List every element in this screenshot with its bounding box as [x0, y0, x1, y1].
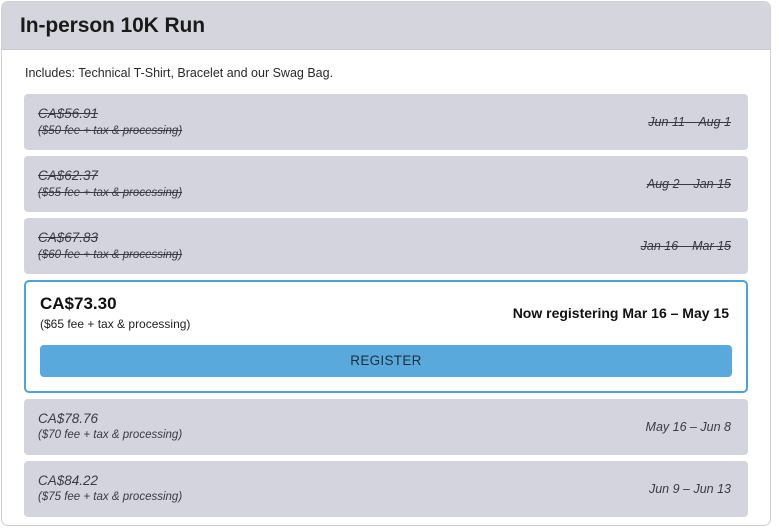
price-tier-row: CA$84.22 ($75 fee + tax & processing) Jun …: [24, 460, 748, 517]
price-details: CA$56.91 ($50 fee + tax & processing): [38, 106, 182, 138]
active-tier-summary: CA$73.30 ($65 fee + tax & processing) Now …: [40, 294, 732, 331]
price-details: CA$78.76 ($70 fee + tax & processing): [38, 411, 182, 443]
price-details: CA$62.37 ($55 fee + tax & processing): [38, 168, 182, 200]
price-date-range: Aug 2 – Jan 15: [646, 177, 731, 192]
price-amount: CA$84.22: [38, 472, 99, 488]
price-details: CA$67.83 ($60 fee + tax & processing): [38, 230, 182, 262]
price-date-range: May 16 – Jun 8: [645, 419, 731, 434]
price-date-range: Jan 16 – Mar 15: [640, 239, 731, 254]
price-amount: CA$67.83: [38, 230, 99, 246]
price-date-range: Jun 11 – Aug 1: [648, 115, 731, 130]
page-title: In-person 10K Run: [20, 14, 205, 37]
registration-window-label: Now registering Mar 16 – May 15: [512, 305, 729, 322]
price-tier-row: CA$56.91 ($50 fee + tax & processing) Jun …: [24, 94, 748, 151]
price-tier-row: CA$73.30 ($65 fee + tax & processing) Now …: [24, 280, 748, 393]
price-details: CA$84.22 ($75 fee + tax & processing): [38, 473, 182, 505]
card-body: Includes: Technical T-Shirt, Bracelet an…: [2, 50, 770, 517]
price-tier-row: CA$67.83 ($60 fee + tax & processing) Jan …: [24, 218, 748, 275]
price-amount: CA$78.76: [38, 410, 99, 426]
price-fee-note: ($75 fee + tax & processing): [38, 491, 183, 504]
price-fee-note: ($65 fee + tax & processing): [40, 316, 191, 331]
price-tier-list: CA$56.91 ($50 fee + tax & processing) Jun …: [24, 94, 748, 517]
price-amount: CA$62.37: [38, 168, 99, 184]
price-amount: CA$56.91: [38, 106, 99, 122]
card-header: In-person 10K Run: [2, 2, 770, 50]
price-tier-row: CA$62.37 ($55 fee + tax & processing) Aug …: [24, 156, 748, 213]
price-date-range: Jun 9 – Jun 13: [648, 481, 731, 496]
price-fee-note: ($55 fee + tax & processing): [38, 186, 183, 199]
price-fee-note: ($50 fee + tax & processing): [38, 124, 183, 137]
event-registration-card: In-person 10K Run Includes: Technical T-…: [1, 1, 771, 526]
price-fee-note: ($60 fee + tax & processing): [38, 248, 183, 261]
price-fee-note: ($70 fee + tax & processing): [38, 429, 183, 442]
register-button[interactable]: REGISTER: [40, 344, 732, 377]
includes-description: Includes: Technical T-Shirt, Bracelet an…: [25, 66, 334, 80]
price-amount: CA$73.30: [40, 294, 117, 314]
price-details: CA$73.30 ($65 fee + tax & processing): [40, 294, 190, 331]
price-tier-row: CA$78.76 ($70 fee + tax & processing) May …: [24, 398, 748, 455]
